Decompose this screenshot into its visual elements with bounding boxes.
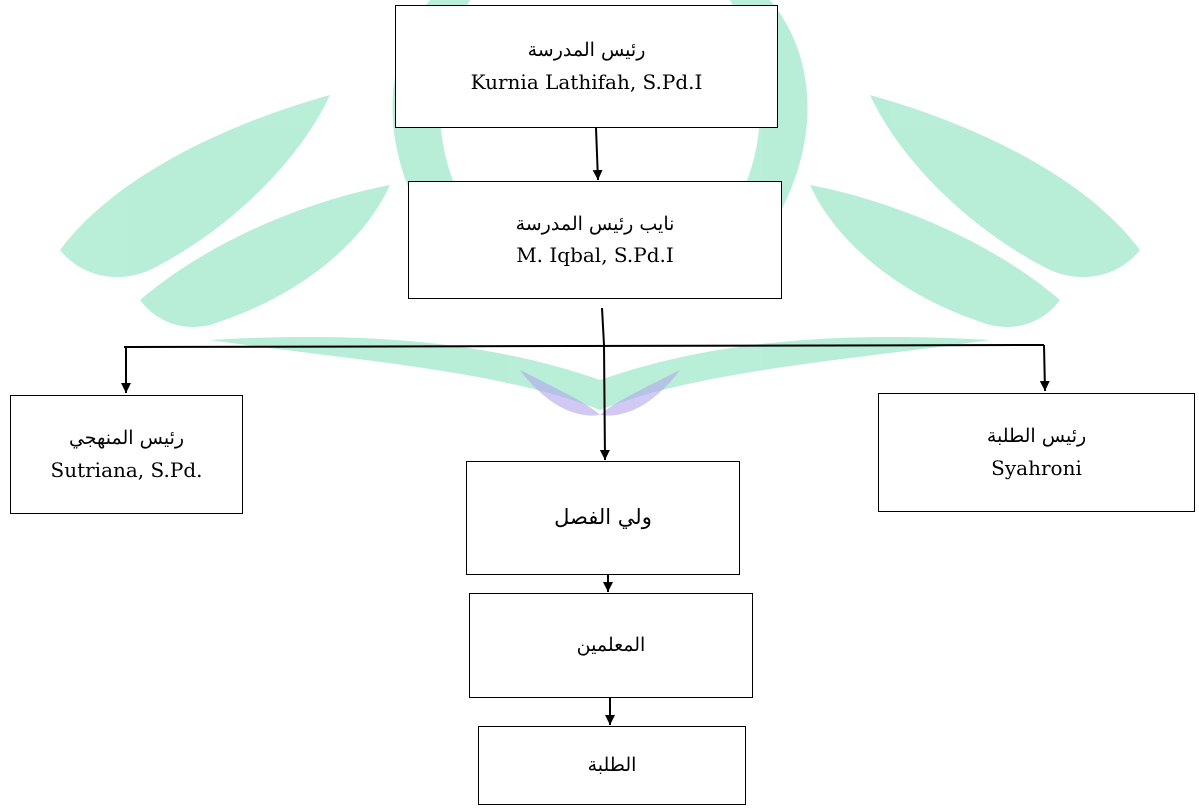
node-student-affairs-head: رئيس الطلبة Syahroni (878, 393, 1195, 512)
node-vice-principal: نايب رئيس المدرسة M. Iqbal, S.Pd.I (408, 181, 782, 299)
horizontal-branch-line (123, 344, 1045, 348)
node-title: الطلبة (587, 754, 637, 777)
arrow-principal-to-vice (592, 127, 603, 181)
watermark-leaf-left-outer (60, 95, 330, 278)
watermark-leaf-left-inner (140, 185, 390, 328)
node-title: رئيس الطلبة (986, 425, 1087, 448)
node-name: Syahroni (991, 455, 1082, 480)
node-title: رئيس المنهجي (68, 427, 185, 450)
line-vice-down (601, 307, 605, 346)
node-name: Sutriana, S.Pd. (50, 457, 203, 482)
watermark-leaf-right-outer (870, 95, 1140, 278)
node-title: رئيس المدرسة (527, 39, 646, 62)
node-students: الطلبة (478, 726, 746, 805)
node-name: Kurnia Lathifah, S.Pd.I (470, 69, 703, 94)
node-principal: رئيس المدرسة Kurnia Lathifah, S.Pd.I (395, 5, 778, 128)
watermark-base-swoosh (210, 336, 990, 410)
watermark-leaf-right-inner (810, 185, 1060, 328)
watermark-pen-left (520, 370, 600, 416)
arrow-to-homeroom-teacher (599, 344, 610, 461)
watermark-pen-right (600, 370, 680, 416)
node-name: M. Iqbal, S.Pd.I (516, 243, 674, 268)
node-title: المعلمين (576, 634, 646, 657)
node-homeroom-teacher: ولي الفصل (466, 461, 740, 575)
node-title: ولي الفصل (554, 505, 652, 530)
watermark-pen (520, 370, 680, 416)
node-teachers: المعلمين (469, 593, 753, 698)
node-curriculum-head: رئيس المنهجي Sutriana, S.Pd. (10, 395, 243, 514)
arrow-to-student-affairs-head (1039, 344, 1050, 392)
node-title: نايب رئيس المدرسة (515, 212, 675, 235)
